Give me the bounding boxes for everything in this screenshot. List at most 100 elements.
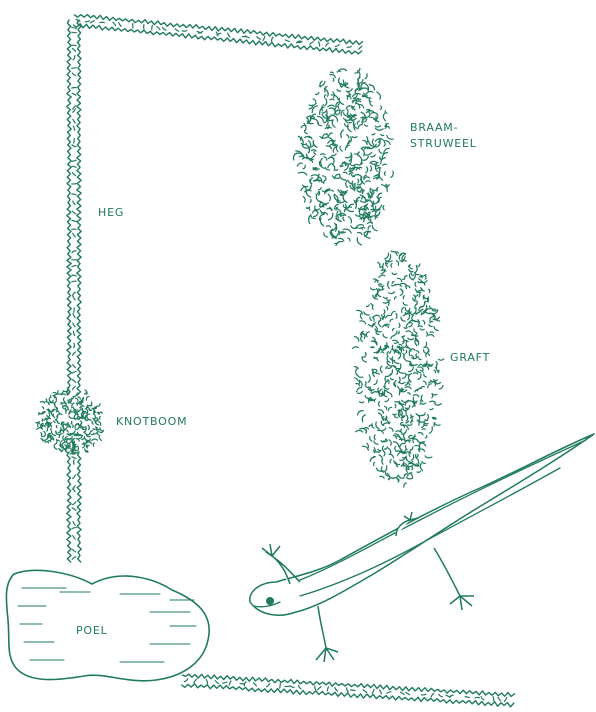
- ditch-texture: [430, 409, 433, 410]
- hedge-texture: [74, 343, 75, 347]
- ditch-texture: [429, 364, 433, 365]
- pollard-texture: [92, 433, 94, 434]
- ditch-texture: [385, 326, 388, 328]
- ditch-texture: [385, 406, 387, 409]
- ditch-texture: [357, 391, 362, 393]
- ditch-texture: [424, 425, 427, 426]
- ditch-texture: [355, 337, 359, 342]
- ditch-texture: [421, 370, 424, 372]
- bramble-texture: [324, 157, 327, 161]
- hedge-texture: [72, 194, 76, 195]
- ditch-texture: [392, 282, 394, 284]
- ditch-texture: [419, 277, 422, 278]
- hedge-texture: [72, 27, 76, 28]
- bramble-texture: [298, 172, 307, 175]
- ditch-texture: [381, 421, 384, 425]
- ditch-texture: [357, 375, 363, 378]
- pollard-texture: [49, 402, 50, 404]
- bramble-texture: [335, 170, 338, 171]
- ditch-texture: [425, 276, 426, 279]
- ditch-texture: [388, 281, 390, 288]
- bramble-texture: [365, 125, 368, 126]
- ditch-texture: [396, 261, 398, 266]
- ditch-texture: [416, 414, 423, 416]
- pollard-texture: [97, 404, 100, 407]
- ditch-texture: [394, 360, 398, 363]
- ditch-texture: [379, 402, 380, 407]
- bramble-texture: [372, 205, 374, 209]
- ditch-texture: [354, 367, 358, 369]
- pollard-texture: [56, 426, 57, 428]
- ditch-texture: [411, 349, 415, 350]
- bramble-texture: [383, 206, 384, 210]
- hedge-texture: [290, 686, 294, 688]
- hedge-texture: [72, 281, 76, 282]
- bramble-texture: [382, 185, 388, 192]
- bramble-texture: [332, 164, 335, 170]
- bramble-texture: [376, 128, 384, 130]
- ditch-texture: [405, 387, 411, 389]
- bramble-label-line2: STRUWEEL: [410, 137, 477, 150]
- pollard-texture: [42, 407, 43, 409]
- ditch-texture: [400, 291, 403, 296]
- hedge-texture: [85, 21, 89, 22]
- bramble-texture: [379, 149, 382, 153]
- ditch-texture: [384, 297, 388, 298]
- ditch-texture: [385, 377, 387, 382]
- pollard-texture: [74, 413, 76, 415]
- ditch-texture: [388, 392, 392, 397]
- hedge-texture: [73, 56, 75, 60]
- ditch-texture: [376, 373, 379, 374]
- bramble-texture: [326, 146, 331, 149]
- hedge-texture: [280, 684, 281, 688]
- bramble-texture: [309, 103, 316, 106]
- ditch-texture: [377, 289, 378, 294]
- hedge-texture: [335, 688, 338, 691]
- hedge-texture: [100, 22, 104, 23]
- ditch-texture: [400, 439, 406, 441]
- hedge-texture: [223, 682, 227, 683]
- bramble-texture: [372, 113, 378, 116]
- bramble-texture: [301, 144, 306, 145]
- hedge-texture: [439, 694, 443, 697]
- ditch-texture: [376, 422, 379, 429]
- bramble-texture: [375, 126, 381, 127]
- ditch-texture: [362, 415, 365, 422]
- bramble-texture: [368, 193, 369, 198]
- bramble-texture: [372, 225, 377, 231]
- ditch-texture: [404, 474, 406, 476]
- hedge-texture: [422, 694, 426, 695]
- pollard-texture: [41, 433, 42, 436]
- pollard-texture: [61, 403, 66, 404]
- ditch-texture: [422, 429, 425, 430]
- hedge-texture: [72, 557, 76, 560]
- ditch-texture: [378, 388, 379, 392]
- pollard-texture: [62, 442, 67, 445]
- pollard-texture: [67, 393, 69, 394]
- hedge-texture: [267, 684, 270, 687]
- bramble-texture: [341, 190, 348, 192]
- ditch-texture: [386, 262, 388, 263]
- ditch-texture: [418, 264, 420, 266]
- bramble-texture: [359, 155, 362, 163]
- bramble-texture: [366, 167, 368, 173]
- ditch-texture: [436, 367, 439, 371]
- ditch-texture: [429, 325, 432, 327]
- ditch-texture: [382, 286, 383, 289]
- bramble-texture: [357, 238, 361, 245]
- pollard-texture: [62, 430, 64, 433]
- bramble-texture: [360, 200, 369, 202]
- bramble-texture: [340, 146, 342, 151]
- ditch-texture: [393, 414, 397, 415]
- ditch-label: GRAFT: [450, 351, 490, 364]
- pollard-texture: [90, 402, 91, 406]
- ditch-texture: [394, 416, 397, 418]
- bramble-texture: [366, 137, 368, 143]
- hedge-texture: [72, 220, 76, 221]
- ditch-texture: [361, 337, 363, 342]
- ditch-texture: [356, 430, 363, 432]
- ditch-texture: [404, 354, 407, 361]
- bramble-texture: [385, 111, 387, 114]
- ditch-texture: [398, 331, 399, 334]
